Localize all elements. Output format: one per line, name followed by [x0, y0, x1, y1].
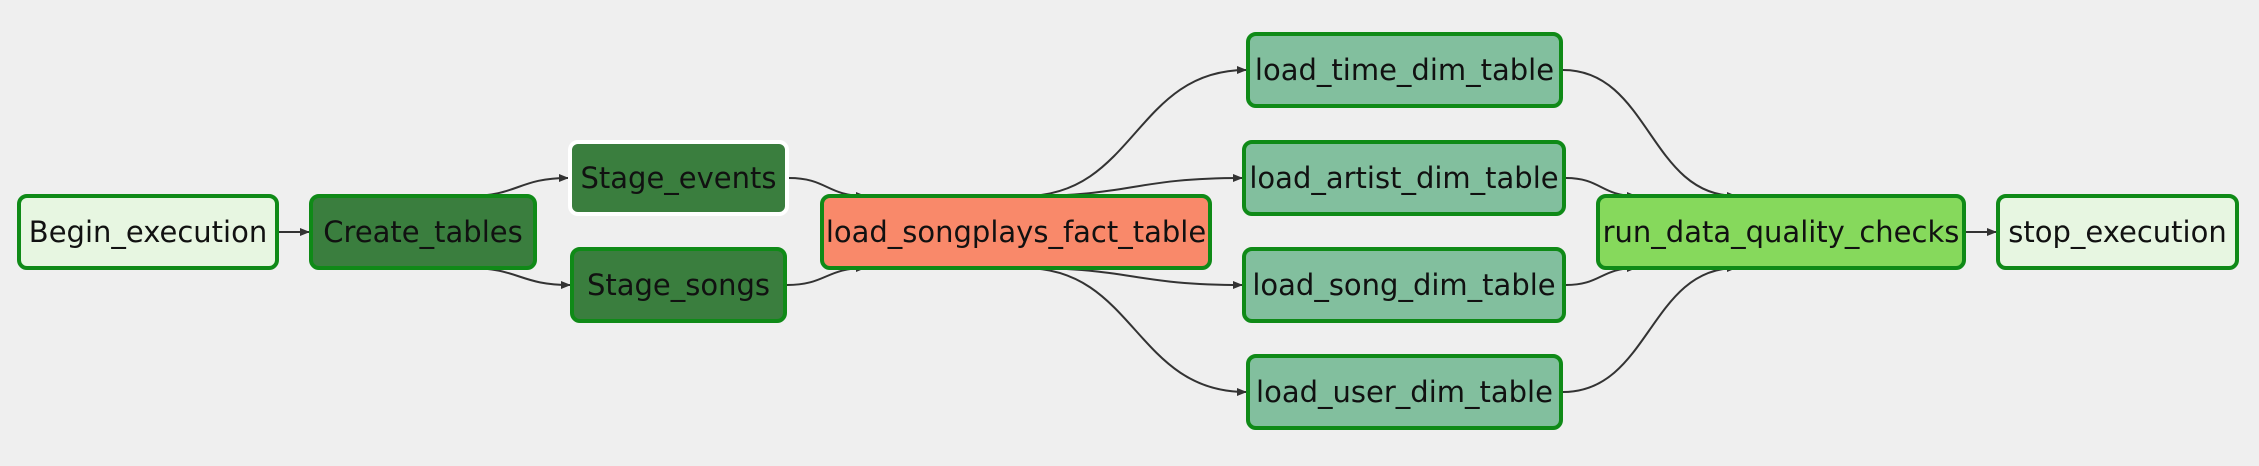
task-load-user-dim-table[interactable]: load_user_dim_table [1246, 354, 1563, 430]
edge-create-to-stage_songs [468, 267, 571, 289]
task-label: load_user_dim_table [1256, 375, 1553, 409]
edge-stage_songs-to-fact [786, 264, 866, 286]
task-label: load_time_dim_table [1254, 53, 1555, 87]
task-label: Create_tables [323, 215, 523, 249]
edge-song-to-quality [1565, 264, 1637, 286]
task-label: load_song_dim_table [1252, 268, 1556, 302]
task-label: Begin_execution [28, 215, 268, 249]
edge-fact-to-time [1024, 66, 1247, 197]
edge-user-to-quality [1562, 264, 1737, 393]
task-label: load_songplays_fact_table [825, 215, 1207, 249]
task-label: run_data_quality_checks [1602, 215, 1960, 249]
task-run-data-quality-checks[interactable]: run_data_quality_checks [1596, 194, 1966, 270]
task-label: Stage_events [580, 161, 777, 195]
task-label: Stage_songs [586, 268, 771, 302]
task-load-time-dim-table[interactable]: load_time_dim_table [1246, 32, 1563, 108]
task-load-songplays-fact-table[interactable]: load_songplays_fact_table [820, 194, 1212, 270]
edge-fact-to-user [1024, 267, 1247, 396]
task-label: stop_execution [2008, 215, 2227, 249]
task-create-tables[interactable]: Create_tables [309, 194, 537, 270]
edge-time-to-quality [1562, 69, 1737, 200]
task-begin-execution[interactable]: Begin_execution [17, 194, 279, 270]
task-stage-songs[interactable]: Stage_songs [570, 247, 787, 323]
task-load-song-dim-table[interactable]: load_song_dim_table [1242, 247, 1566, 323]
task-load-artist-dim-table[interactable]: load_artist_dim_table [1242, 140, 1566, 216]
edge-fact-to-song [1024, 267, 1243, 289]
task-stage-events[interactable]: Stage_events [568, 140, 789, 216]
task-stop-execution[interactable]: stop_execution [1996, 194, 2239, 270]
task-label: load_artist_dim_table [1249, 161, 1559, 195]
